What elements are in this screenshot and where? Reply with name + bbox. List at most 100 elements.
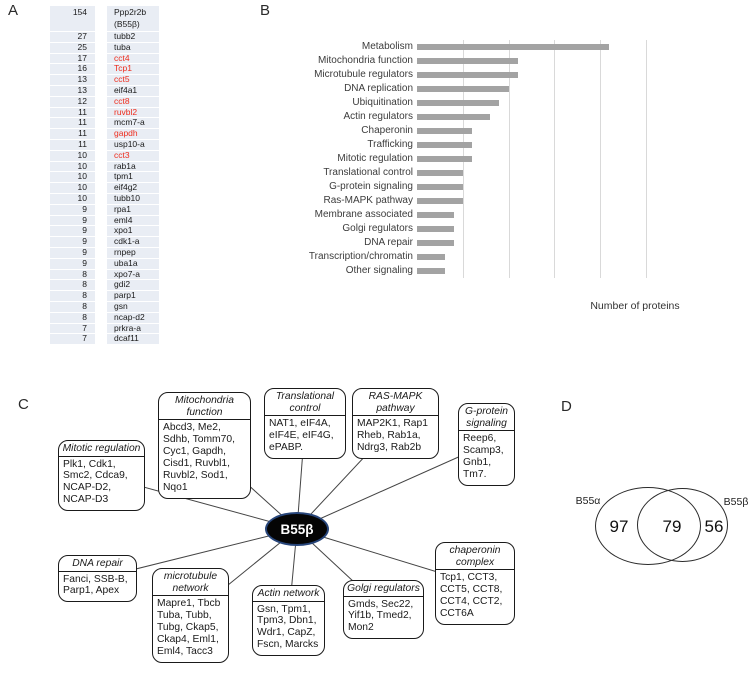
node-members: Mapre1, Tbcb Tuba, Tubb, Tubg, Ckap5, Ck… — [157, 598, 221, 657]
chart-row: Translational control — [262, 166, 657, 180]
gene-name-cell: rnpep — [107, 247, 159, 258]
category-label: Ras-MAPK pathway — [323, 195, 413, 206]
bar-track — [417, 208, 657, 222]
table-row: 7 prkra-a — [50, 323, 160, 334]
node-members: Tcp1, CCT3, CCT5, CCT8, CCT4, CCT2, CCT6… — [440, 572, 503, 619]
spectral-count-cell: 10 — [50, 161, 95, 172]
gene-name-cell: cct4 — [107, 53, 159, 64]
category-label: Other signaling — [345, 265, 413, 276]
spectral-count-cell: 25 — [50, 42, 95, 53]
node-members: Fanci, SSB-B, Parp1, Apex — [63, 573, 128, 597]
venn-left-count: 97 — [609, 517, 629, 536]
gene-name-cell: tubb2 — [107, 31, 159, 42]
bar — [417, 184, 463, 190]
gridline — [554, 40, 556, 278]
gene-name-cell: tubb10 — [107, 193, 159, 204]
spectral-count-cell: 154 — [50, 6, 95, 31]
spectral-count-cell: 9 — [50, 258, 95, 269]
bar — [417, 268, 445, 274]
chart-row: Transcription/chromatin — [262, 250, 657, 264]
category-label: DNA replication — [344, 83, 413, 94]
category-label: Trafficking — [367, 139, 413, 150]
spectral-count-cell: 11 — [50, 118, 95, 129]
gridline — [600, 40, 602, 278]
node-title: Mitochondria function — [159, 393, 250, 421]
category-label: Membrane associated — [314, 209, 413, 220]
gene-name-cell: Tcp1 — [107, 64, 159, 75]
category-label: Metabolism — [361, 41, 413, 52]
bar — [417, 86, 509, 92]
gene-name-cell: parp1 — [107, 290, 159, 301]
gene-name-cell: xpo1 — [107, 226, 159, 237]
bar-track — [417, 68, 657, 82]
bar-track — [417, 138, 657, 152]
node-members: Abcd3, Me2, Sdhb, Tomm70, Cyc1, Gapdh, C… — [163, 422, 235, 493]
node-title: DNA repair — [59, 556, 136, 572]
category-label: DNA repair — [364, 237, 413, 248]
bar — [417, 156, 472, 162]
bar-track — [417, 82, 657, 96]
spectral-count-cell: 10 — [50, 150, 95, 161]
gridline — [508, 40, 510, 278]
spectral-count-cell: 8 — [50, 280, 95, 291]
bar-track — [417, 194, 657, 208]
node-title: G-protein signaling — [459, 404, 514, 432]
spectral-count-cell: 13 — [50, 74, 95, 85]
spectral-count-cell: 8 — [50, 312, 95, 323]
chart-row: G-protein signaling — [262, 180, 657, 194]
gene-name-cell: cct8 — [107, 96, 159, 107]
bar — [417, 212, 454, 218]
category-label: Microtubule regulators — [314, 69, 413, 80]
spectral-count-cell: 9 — [50, 226, 95, 237]
spectral-count-cell: 12 — [50, 96, 95, 107]
gene-name-cell: ruvbl2 — [107, 107, 159, 118]
bar — [417, 58, 518, 64]
spectral-count-cell: 27 — [50, 31, 95, 42]
category-label: Mitochondria function — [317, 55, 413, 66]
bar — [417, 128, 472, 134]
gene-name-cell: tuba — [107, 42, 159, 53]
node-title: Golgi regulators — [344, 581, 423, 597]
panel-c-label: C — [18, 396, 29, 413]
spectral-count-cell: 13 — [50, 85, 95, 96]
bar — [417, 226, 454, 232]
node-title: Translational control — [265, 389, 345, 417]
node-members: NAT1, eIF4A, eIF4E, eIF4G, ePABP. — [269, 418, 334, 453]
spectral-count-cell: 7 — [50, 323, 95, 334]
gene-name-cell: prkra-a — [107, 323, 159, 334]
spectral-count-cell: 11 — [50, 128, 95, 139]
venn-overlap-count: 79 — [662, 517, 682, 536]
network-hub-node: B55β — [265, 512, 329, 546]
gene-name-cell: usp10-a — [107, 139, 159, 150]
x-axis-label: Number of proteins — [590, 300, 680, 312]
table-row: 11 mcm7-a — [50, 118, 160, 129]
gene-name-cell: rpa1 — [107, 204, 159, 215]
table-row: 9 xpo1 — [50, 226, 160, 237]
table-row: 25 tuba — [50, 42, 160, 53]
table-row: 12 cct8 — [50, 96, 160, 107]
gene-name-cell: mcm7-a — [107, 118, 159, 129]
bar — [417, 142, 472, 148]
bar-track — [417, 54, 657, 68]
panel-a-label: A — [8, 2, 19, 19]
spectral-count-cell: 10 — [50, 182, 95, 193]
chart-row: Mitochondria function — [262, 54, 657, 68]
